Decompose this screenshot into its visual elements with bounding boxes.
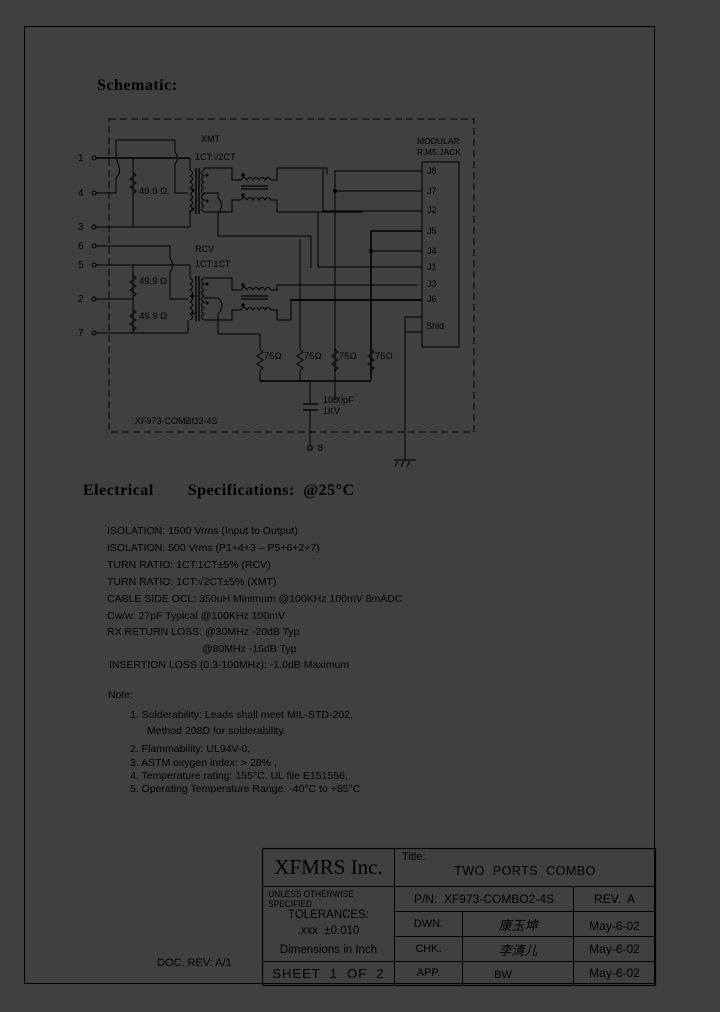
xmt-ratio: 1CT:√2CT (195, 152, 236, 162)
jack-title-line1: MODULAR (417, 136, 460, 146)
left-pins (91, 155, 190, 336)
pin-label-3: 3 (78, 222, 84, 233)
jack-pin-j8: J8 (427, 166, 437, 176)
note-1: 1. Solderability: Leads shall meet MIL-S… (130, 709, 353, 721)
tolerances-label: TOLERANCES: (288, 909, 369, 921)
jack-pin-j5: J5 (427, 226, 437, 236)
resistor-75-3: 75Ω (339, 351, 357, 362)
revision: REV. A (594, 892, 635, 906)
jack-pin-j2: J2 (427, 205, 437, 215)
sheet-number: SHEET 1 OF 2 (272, 966, 385, 981)
note-4: 4. Temperature rating: 155°C. UL file E1… (130, 770, 348, 782)
resistor-49-9-rcv-a: 49.9 Ω (139, 276, 168, 287)
note-5: 5. Operating Temperature Range: -40°C to… (130, 783, 361, 795)
capacitor-value: 1000pF (323, 395, 354, 405)
part-number: P/N: XF973-COMBO2-4S (413, 892, 555, 906)
note-1-cont: Method 208D for solderability. (147, 725, 286, 737)
chk-signature: 李清儿 (498, 942, 538, 958)
jack-pin-j7: J7 (427, 186, 437, 196)
dwn-signature: 康玉坤 (498, 917, 538, 933)
spec-cww: Cw/w: 27pF Typical @100KHz 100mV (107, 610, 285, 622)
spec-turn-ratio-rcv: TURN RATIO: 1CT:1CT±5% (RCV) (107, 559, 271, 571)
jack-pin-j3: J3 (427, 279, 437, 289)
dwn-label: DWN. (413, 918, 444, 930)
resistor-75-4: 75Ω (375, 351, 393, 362)
app-signature: BW (494, 969, 512, 981)
resistor-49-9-xmt: 49.9 Ω (139, 186, 168, 197)
capacitor-voltage: 1KV (323, 406, 341, 416)
pin-label-6: 6 (78, 241, 84, 252)
resistor-49-9-rcv-b: 49.9 Ω (139, 311, 168, 322)
company-name: XFMRS Inc. (274, 855, 383, 879)
rcv-label: RCV (195, 244, 215, 254)
part-number-label: XF973-COMBO2-4S (135, 416, 218, 426)
app-label: APP. (416, 967, 441, 979)
pin-label-1: 1 (78, 153, 84, 164)
schematic-diagram (91, 118, 475, 468)
module-outline (108, 118, 475, 433)
jack-pin-j6: J6 (427, 294, 437, 304)
drawing-border (24, 26, 655, 984)
drawing-title: TWO PORTS COMBO (454, 864, 596, 878)
note-2: 2. Flammability: UL94V-0, (130, 743, 251, 755)
notes-title: Note: (108, 689, 134, 701)
chk-date: May-6-02 (589, 942, 640, 956)
spec-isolation-2: ISOLATION: 500 Vrms (P1+4+3 – P5+6+2+7) (107, 542, 320, 554)
pin-label-5: 5 (78, 260, 84, 271)
doc-revision: DOC. REV: A/1 (157, 957, 232, 969)
spec-cable-ocl: CABLE SIDE OCL: 350uH Minimum @100KHz 10… (107, 593, 403, 605)
xmt-label: XMT (201, 134, 220, 144)
dwn-date: May-6-02 (589, 919, 640, 933)
resistor-75-1: 75Ω (264, 351, 282, 362)
spec-isolation-1: ISOLATION: 1500 Vrms (Input to Output) (107, 525, 298, 537)
tolerance-value: .xxx ±0.010 (297, 925, 360, 937)
jack-pin-shield: Shld (426, 321, 445, 331)
resistor-75-2: 75Ω (304, 351, 322, 362)
electrical-specs-heading: Electrical Specifications: @25°C (83, 482, 355, 499)
note-3: 3. ASTM oxygen index: > 28% , (130, 757, 277, 769)
pin-label-7: 7 (78, 328, 84, 339)
title-label: Title: (402, 851, 426, 863)
rcv-ratio: 1CT:1CT (195, 259, 231, 269)
jack-pin-j4: J4 (427, 246, 437, 256)
app-date: May-6-02 (589, 966, 640, 980)
jack-title-line2: RJ45 JACK (417, 147, 461, 157)
pin-label-2: 2 (78, 294, 84, 305)
spec-turn-ratio-xmt: TURN RATIO: 1CT:√2CT±5% (XMT) (107, 576, 277, 588)
schematic-heading: Schematic: (97, 77, 178, 94)
spec-insertion-loss: INSERTION LOSS (0.3-100MHz): -1.0dB Maxi… (109, 659, 350, 671)
jack-pin-j1: J1 (427, 262, 437, 272)
pin-label-4: 4 (78, 188, 84, 199)
pin-label-8: 8 (318, 443, 324, 453)
unless-otherwise-specified: UNLESS OTHERWISE SPECIFIED (268, 889, 354, 909)
spec-return-loss-30: RX RETURN LOSS: @30MHz -20dB Typ (107, 626, 300, 638)
rj45-jack (421, 161, 460, 348)
chk-label: CHK. (415, 943, 442, 955)
dimensions-unit: Dimensions in Inch (279, 944, 378, 956)
spec-return-loss-80: @80MHz -15dB Typ (202, 643, 297, 655)
